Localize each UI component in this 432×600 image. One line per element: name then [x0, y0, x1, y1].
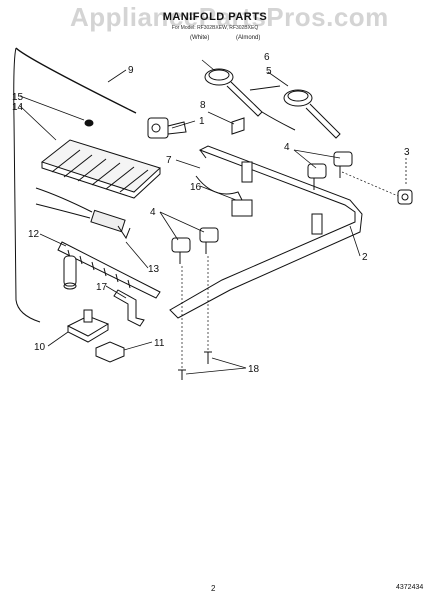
- cap-part-3: [397, 189, 413, 205]
- callout-10: 10: [34, 342, 46, 353]
- callout-6: 6: [264, 52, 270, 63]
- finish-almond: (Almond): [236, 35, 261, 41]
- part-number: 4372434: [396, 584, 424, 591]
- callout-7: 7: [166, 155, 172, 166]
- callout-4-left: 4: [150, 207, 156, 218]
- callout-9: 9: [128, 65, 134, 76]
- callout-3: 3: [404, 147, 410, 158]
- burner-assembly-part-6: [204, 68, 296, 131]
- grommet-part-15: [84, 119, 94, 127]
- valve-part-4-left: [171, 227, 219, 264]
- callout-17: 17: [96, 282, 108, 293]
- spark-lead-part-7: [195, 175, 243, 201]
- diagram-title: MANIFOLD PARTS: [162, 11, 268, 23]
- callout-4-right: 4: [284, 142, 290, 153]
- callout-12: 12: [28, 229, 40, 240]
- tube-part-9-outer: [13, 47, 41, 323]
- callout-16: 16: [190, 182, 202, 193]
- leader-lines: [19, 59, 407, 375]
- callout-5: 5: [266, 66, 272, 77]
- orifice-holder-part-10: [66, 309, 110, 343]
- callout-labels: 9 15 14 6 5 8 1 7 4 3 16 4 12 2 13 17 10…: [12, 52, 410, 375]
- watermark-logo: AppliancePartsPros.com: [70, 2, 389, 32]
- page-number: 2: [211, 584, 216, 593]
- bracket-part-17: [113, 289, 145, 327]
- callout-1: 1: [199, 116, 205, 127]
- mounting-bracket-part-11: [95, 341, 125, 363]
- callout-15: 15: [12, 92, 24, 103]
- valve-part-4-right: [307, 151, 353, 190]
- screws-part-18: [178, 351, 212, 380]
- callout-8: 8: [200, 100, 206, 111]
- burner-assembly-part-5: [249, 85, 341, 139]
- callout-18: 18: [248, 364, 260, 375]
- tube-part-9: [15, 47, 137, 114]
- manifold-pipe-part-2: [169, 145, 363, 319]
- burner-tube-part-12: [57, 241, 161, 299]
- callout-14: 14: [12, 102, 24, 113]
- igniter-part-13: [35, 187, 131, 240]
- callout-13: 13: [148, 264, 160, 275]
- burner-shield-part-14: [40, 139, 161, 199]
- main-valve-part-1: [147, 117, 187, 139]
- bracket-part-8: [231, 117, 245, 135]
- alignment-lines: [181, 171, 399, 368]
- callout-11: 11: [154, 338, 165, 349]
- spark-module-part-16: [231, 199, 253, 217]
- callout-2: 2: [362, 252, 368, 263]
- model-subtitle: For Model: RF302BXEW, RF302BXEQ: [171, 25, 259, 31]
- finish-white: (White): [190, 35, 210, 41]
